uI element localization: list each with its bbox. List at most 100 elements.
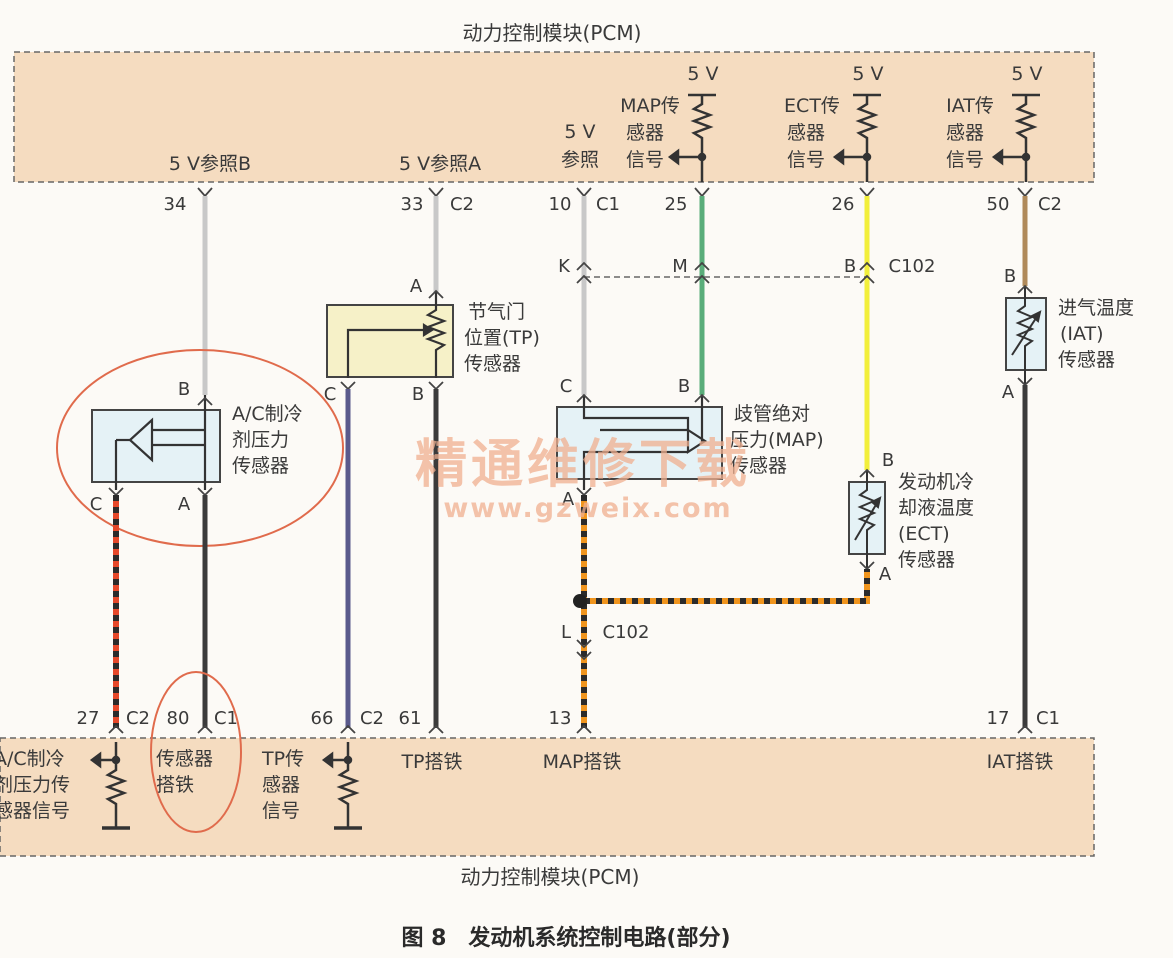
ect-sensor-label-4: 传感器 bbox=[898, 549, 955, 571]
ac-pin-c: C bbox=[90, 494, 103, 515]
ect-signal-label-1: ECT传 bbox=[784, 95, 840, 117]
map-signal-label-3: 信号 bbox=[626, 149, 664, 171]
ac-sensor-label-2: 剂压力 bbox=[232, 429, 289, 451]
map-ground-label: MAP搭铁 bbox=[543, 751, 622, 773]
tp-sensor-label-2: 位置(TP) bbox=[464, 327, 540, 349]
c102-top-label: C102 bbox=[889, 256, 936, 277]
pcm-top-block bbox=[13, 51, 1095, 183]
pin-33: 33 bbox=[401, 194, 424, 215]
ect-5v-label: 5 V bbox=[852, 63, 883, 85]
ac-sensor-label-3: 传感器 bbox=[232, 455, 289, 477]
ac-signal-pulldown-resistor bbox=[89, 742, 130, 830]
wire-map-ground-orange-black bbox=[573, 495, 870, 728]
tp-signal-label-2: 感器 bbox=[262, 774, 300, 796]
watermark-url: www.gzweix.com bbox=[443, 493, 732, 524]
map-sensor-label-3: 传感器 bbox=[730, 455, 787, 477]
iat-sensor-label-2: (IAT) bbox=[1060, 323, 1104, 345]
tp-ground-label: TP搭铁 bbox=[400, 751, 462, 773]
tp-pin-b: B bbox=[412, 384, 424, 405]
c102-chevrons bbox=[576, 261, 875, 284]
figure-caption: 图 8 发动机系统控制电路(部分) bbox=[401, 925, 730, 951]
pin-25: 25 bbox=[665, 194, 688, 215]
pin-34: 34 bbox=[164, 194, 187, 215]
watermark-text: 精通维修下载 bbox=[415, 435, 751, 495]
map-sensor-label-1: 歧管绝对 bbox=[734, 403, 810, 425]
c102-bottom-label: C102 bbox=[603, 622, 650, 643]
ac-sensor-symbol bbox=[114, 395, 207, 490]
ref-b-label: 5 V参照B bbox=[169, 153, 251, 175]
ect-signal-label-3: 信号 bbox=[787, 149, 825, 171]
c102-pin-b: B bbox=[844, 256, 856, 277]
tp-potentiometer bbox=[346, 292, 448, 378]
sensor-ground-label-1: 传感器 bbox=[156, 748, 213, 770]
iat-pin-a: A bbox=[1002, 382, 1015, 403]
tp-pin-c: C bbox=[324, 384, 337, 405]
ac-sensor-label-1: A/C制冷 bbox=[232, 403, 303, 425]
ref-a-label: 5 V参照A bbox=[399, 153, 481, 175]
tp-sensor-label-1: 节气门 bbox=[468, 301, 525, 323]
ect-signal-label-2: 感器 bbox=[787, 122, 825, 144]
iat-signal-label-1: IAT传 bbox=[946, 95, 994, 117]
pin-50: 50 bbox=[987, 194, 1010, 215]
ac-signal-label-2: 剂压力传 bbox=[0, 774, 70, 796]
ect-sensor-label-1: 发动机冷 bbox=[898, 471, 974, 493]
pcm-bottom-block bbox=[0, 737, 1095, 857]
ect-sensor-label-2: 却液温度 bbox=[898, 497, 974, 519]
iat-pin-b: B bbox=[1004, 266, 1016, 287]
c102-pin-k: K bbox=[558, 256, 571, 277]
bottom-connector-chevrons bbox=[108, 724, 1033, 734]
ect-thermistor-symbol bbox=[854, 470, 882, 568]
iat-pullup-resistor bbox=[991, 93, 1040, 182]
map-signal-label-2: 感器 bbox=[626, 122, 664, 144]
map-5v-label: 5 V bbox=[687, 63, 718, 85]
iat-sensor-label-3: 传感器 bbox=[1058, 349, 1115, 371]
pin-50-connector: C2 bbox=[1038, 194, 1062, 215]
ect-pin-a: A bbox=[879, 564, 892, 585]
map-pullup-resistor bbox=[667, 93, 716, 182]
ect-sensor-label-3: (ECT) bbox=[898, 523, 950, 545]
iat-signal-label-3: 信号 bbox=[946, 149, 984, 171]
pin-66: 66 bbox=[311, 708, 334, 729]
pin-61: 61 bbox=[399, 708, 422, 729]
map-sensor-label-2: 压力(MAP) bbox=[730, 429, 824, 451]
pcm-top-title: 动力控制模块(PCM) bbox=[463, 21, 642, 45]
c102-l-chevrons bbox=[576, 639, 592, 661]
tp-sensor-label-3: 传感器 bbox=[464, 353, 521, 375]
iat-thermistor-symbol bbox=[1011, 286, 1042, 384]
tp-signal-label-3: 信号 bbox=[262, 800, 300, 822]
pin-26: 26 bbox=[832, 194, 855, 215]
tp-signal-label-1: TP传 bbox=[261, 748, 304, 770]
ac-pin-b: B bbox=[178, 379, 190, 400]
pin-10-connector: C1 bbox=[596, 194, 620, 215]
map-pin-b: B bbox=[678, 376, 690, 397]
ac-signal-label-1: A/C制冷 bbox=[0, 748, 65, 770]
tp-pin-a: A bbox=[410, 276, 423, 297]
ac-pin-a: A bbox=[178, 494, 191, 515]
ect-pullup-resistor bbox=[832, 93, 881, 182]
iat-signal-label-2: 感器 bbox=[946, 122, 984, 144]
ref-5v-label-1: 5 V bbox=[564, 121, 595, 143]
map-pin-c: C bbox=[560, 376, 573, 397]
pcm-bottom-title: 动力控制模块(PCM) bbox=[461, 865, 640, 889]
pin-27-connector: C2 bbox=[126, 708, 150, 729]
pin-66-connector: C2 bbox=[360, 708, 384, 729]
ac-signal-label-3: 感器信号 bbox=[0, 800, 70, 822]
iat-sensor-label-1: 进气温度 bbox=[1058, 297, 1134, 319]
pin-10: 10 bbox=[549, 194, 572, 215]
pin-80-connector: C1 bbox=[214, 708, 238, 729]
pin-13: 13 bbox=[549, 708, 572, 729]
ac-sensor-highlight-circle bbox=[56, 349, 344, 547]
pin-80: 80 bbox=[167, 708, 190, 729]
map-sensor-symbol bbox=[582, 395, 708, 490]
pin-27: 27 bbox=[77, 708, 100, 729]
iat-5v-label: 5 V bbox=[1011, 63, 1042, 85]
c102-pin-m: M bbox=[672, 256, 688, 277]
map-pin-a: A bbox=[562, 489, 575, 510]
pin-17: 17 bbox=[987, 708, 1010, 729]
iat-ground-label: IAT搭铁 bbox=[987, 751, 1054, 773]
tp-signal-pulldown-resistor bbox=[321, 742, 362, 830]
pin-17-connector: C1 bbox=[1036, 708, 1060, 729]
sensor-ground-label-2: 搭铁 bbox=[156, 774, 194, 796]
map-signal-label-1: MAP传 bbox=[620, 95, 680, 117]
